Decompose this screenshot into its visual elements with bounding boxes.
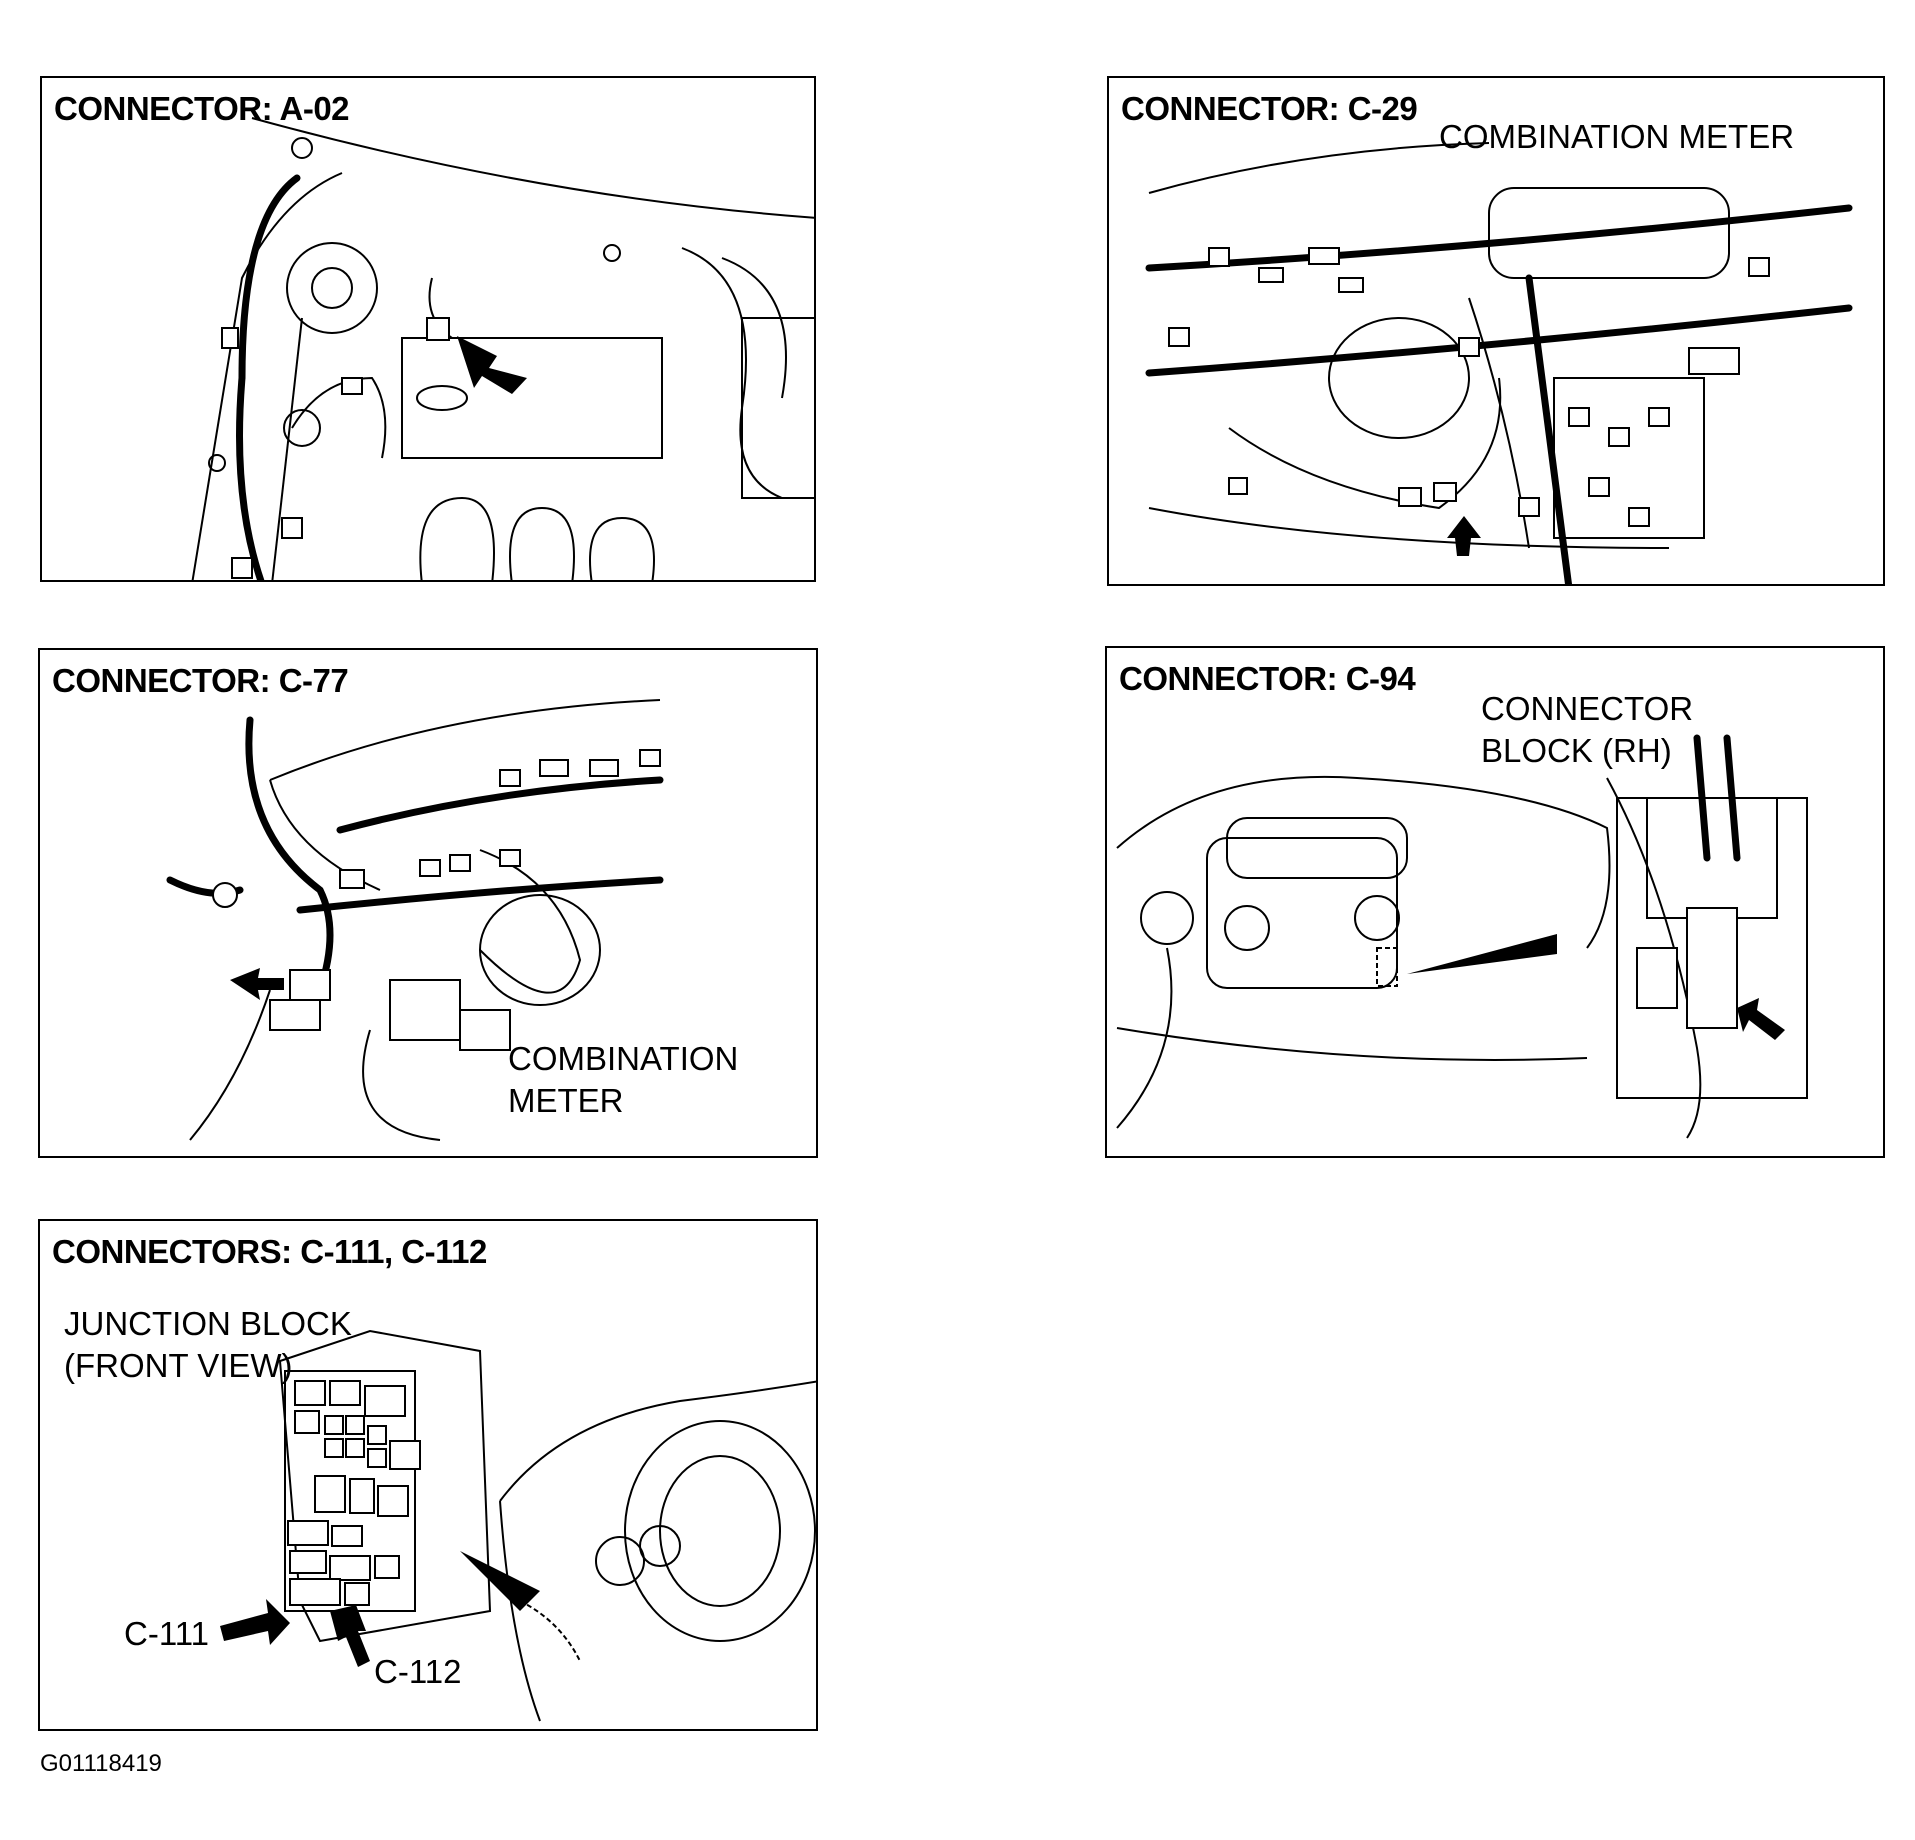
- panel-title: CONNECTOR: C-94: [1119, 660, 1416, 697]
- panel-title: CONNECTORS: C-111, C-112: [52, 1233, 487, 1270]
- c111-label: C-111: [124, 1615, 209, 1652]
- panel-connector-c29: CONNECTOR: C-29 COMBINATION METER: [1107, 76, 1885, 586]
- engine-compartment-illustration: [191, 117, 814, 580]
- panel-title: CONNECTOR: A-02: [54, 90, 350, 127]
- junction-block-illustration: [220, 1329, 816, 1722]
- panel-connector-c94: CONNECTOR: C-94 CONNECTOR BLOCK (RH): [1105, 646, 1885, 1158]
- figure-id: G01118419: [40, 1750, 162, 1777]
- combination-meter-label-line1: COMBINATION: [508, 1040, 739, 1077]
- panel-connector-a02: CONNECTOR: A-02: [40, 76, 816, 582]
- dashboard-harness-illustration: [1145, 142, 1853, 584]
- panel-connectors-c111-c112: CONNECTORS: C-111, C-112 JUNCTION BLOCK …: [38, 1219, 818, 1731]
- combination-meter-label: COMBINATION METER: [1439, 118, 1795, 155]
- junction-block-label-line2: (FRONT VIEW): [64, 1347, 293, 1384]
- instrument-panel-harness-illustration: [166, 699, 664, 1141]
- c112-label: C-112: [374, 1653, 462, 1690]
- connector-block-label-line1: CONNECTOR: [1481, 690, 1694, 727]
- combination-meter-label-line2: METER: [508, 1082, 624, 1119]
- connector-block-illustration: [1116, 734, 1808, 1139]
- connector-block-label-line2: BLOCK (RH): [1481, 732, 1672, 769]
- junction-block-label-line1: JUNCTION BLOCK: [64, 1305, 352, 1342]
- panel-title: CONNECTOR: C-77: [52, 662, 349, 699]
- panel-connector-c77: CONNECTOR: C-77 COMBINATION METER: [38, 648, 818, 1158]
- panel-title: CONNECTOR: C-29: [1121, 90, 1418, 127]
